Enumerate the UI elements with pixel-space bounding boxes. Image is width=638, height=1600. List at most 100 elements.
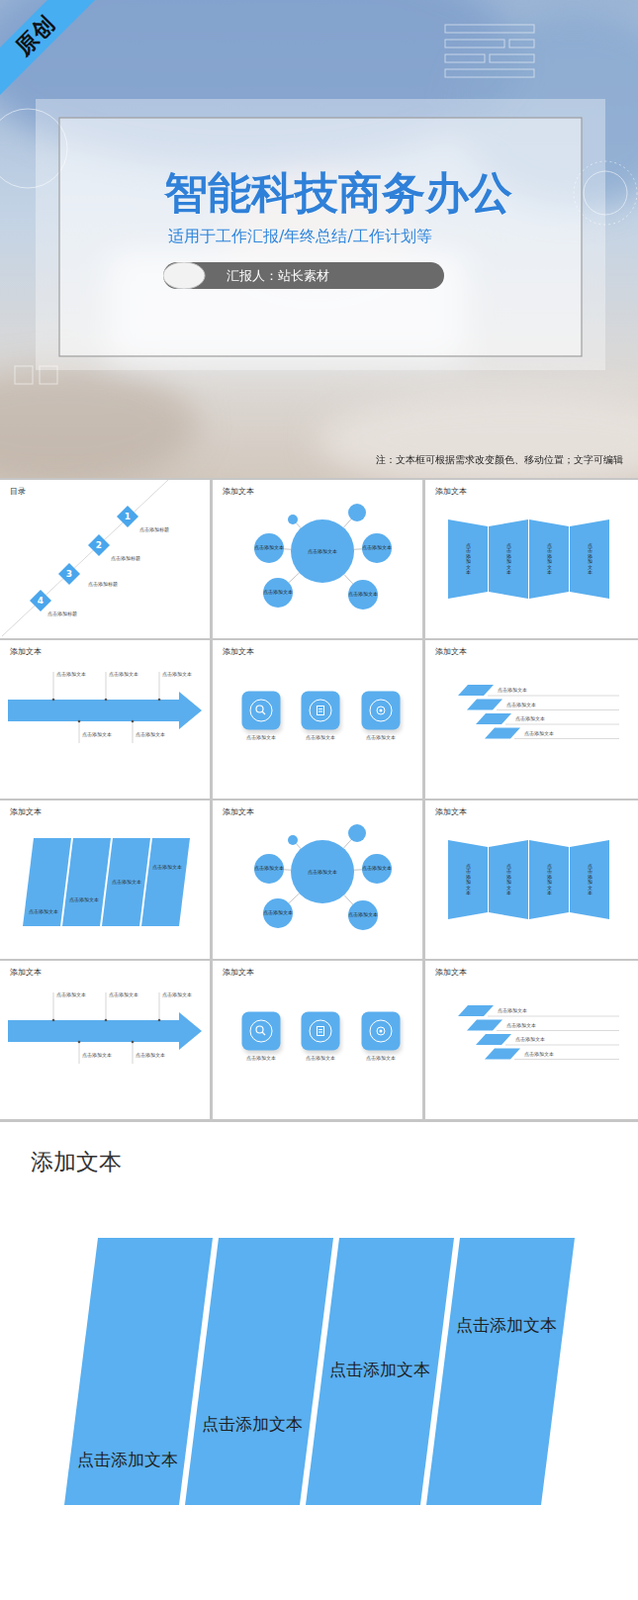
- text-slot: 添加文本: [222, 807, 255, 818]
- fold-shape: [448, 519, 488, 599]
- caption-text: 点击添加文本: [515, 1035, 546, 1042]
- bubble-text: 点击添加文本: [263, 910, 293, 915]
- text-slot: 点击添加文本: [135, 1051, 166, 1058]
- timeline: [7, 992, 202, 1064]
- cover-title: 智能科技商务办公: [164, 169, 513, 217]
- slide-heading: 添加文本: [435, 967, 467, 978]
- fold-text: 点击添加文本: [587, 863, 593, 897]
- text-slot: 点击添加文本: [362, 865, 392, 871]
- text-slot: 点击添加文本: [246, 733, 276, 740]
- diamond-shape: [116, 505, 139, 528]
- caption-text: 点击添加标题: [139, 526, 170, 533]
- slide-thumb: [212, 479, 423, 638]
- caption-text: 点击添加文本: [135, 1051, 166, 1058]
- fold-panel: 点击添加文本: [529, 519, 569, 599]
- satellite-circle: 点击添加文本: [362, 533, 392, 563]
- text-slot: 点击添加文本: [263, 589, 293, 595]
- slide-thumb: [425, 479, 638, 638]
- caption-text: 点击添加文本: [497, 686, 528, 693]
- slide-thumb: [425, 800, 638, 959]
- slide-thumb: [0, 639, 210, 799]
- text-slot: 点击添加文本: [506, 863, 512, 897]
- text-slot: 点击添加标题: [110, 554, 141, 561]
- text-slot: 点击添加标题: [47, 610, 78, 617]
- slide-heading: 添加文本: [222, 967, 255, 978]
- slant-panel: 点击添加文本: [426, 1237, 575, 1505]
- text-slot: 1: [124, 511, 131, 523]
- text-slot: 添加文本: [435, 967, 467, 978]
- text-slot: 点击添加文本: [82, 1051, 112, 1058]
- text-slot: 添加文本: [9, 807, 42, 818]
- text-slot: 点击添加文本: [82, 730, 112, 737]
- text-slot: 原创: [10, 10, 61, 61]
- text-slot: 添加文本: [222, 486, 255, 497]
- index-diamond: 4: [29, 589, 52, 612]
- text-slot: 点击添加文本: [201, 1414, 303, 1435]
- fold-panel: 点击添加文本: [488, 519, 529, 599]
- connector-line: [344, 894, 354, 905]
- tech-bar: [445, 39, 505, 48]
- bubble-text: 点击添加文本: [362, 865, 392, 871]
- fold-panel: 点击添加文本: [448, 839, 488, 919]
- title-frame: [59, 117, 582, 357]
- text-slot: 添加文本: [435, 807, 467, 818]
- connector-line: [344, 573, 354, 584]
- caption-text: 点击添加文本: [108, 991, 139, 998]
- circle-shape: [348, 579, 378, 610]
- slant-shape-outline: [141, 837, 190, 926]
- text-slot: 点击添加文本: [506, 1021, 537, 1028]
- fold-shape: [569, 519, 610, 599]
- text-slot: 添加文本: [9, 967, 42, 978]
- slant-panel: 点击添加文本: [141, 837, 190, 926]
- text-slot: 点击添加文本: [254, 545, 284, 550]
- caption-text: 点击添加文本: [305, 733, 336, 740]
- slide-panel: 添加文本点击添加文本点击添加文本点击添加文本点击添加文本点击添加文本: [212, 800, 423, 959]
- reporter-pill: 汇报人：站长素材: [163, 262, 445, 289]
- text-slot: 点击添加文本: [77, 1450, 179, 1470]
- text-slot: 点击添加文本: [546, 863, 552, 897]
- slide-heading: 添加文本: [9, 807, 42, 818]
- caption-text: 点击添加标题: [47, 610, 78, 617]
- caption-text: 点击添加文本: [56, 991, 87, 998]
- text-slot: 3: [66, 568, 73, 580]
- caption-text: 点击添加文本: [56, 670, 87, 677]
- slide-panel: 添加文本点击添加文本点击添加文本点击添加文本点击添加文本: [425, 479, 638, 638]
- circle-shape: [263, 898, 293, 928]
- slide-heading: 添加文本: [435, 486, 467, 497]
- caption-text: 点击添加文本: [515, 715, 546, 722]
- slide-heading: 添加文本: [435, 646, 467, 657]
- caption-text: 点击添加文本: [506, 1021, 537, 1028]
- fold-shape: [569, 839, 610, 919]
- connector-line: [354, 547, 363, 549]
- text-slot: 点击添加文本: [263, 910, 293, 915]
- caption-text: 点击添加文本: [108, 670, 139, 677]
- connector-line: [288, 572, 300, 583]
- slide-thumb: [0, 800, 210, 959]
- text-slot: 点击添加文本: [348, 591, 378, 597]
- text-slot: 点击添加文本: [506, 701, 537, 708]
- circle-shape: [263, 577, 293, 608]
- badge-text: 原创: [10, 10, 61, 61]
- caption-text: 点击添加标题: [110, 554, 141, 561]
- satellite-circle: 点击添加文本: [263, 577, 293, 608]
- hub-circle: 点击添加文本: [290, 839, 355, 904]
- step-list: [457, 1004, 620, 1060]
- text-slot: 点击添加文本: [587, 543, 593, 576]
- fold-panel: 点击添加文本: [488, 839, 529, 919]
- slide-heading: 添加文本: [222, 807, 255, 818]
- fold-shape: [529, 839, 569, 919]
- slide-heading: 添加文本: [435, 807, 467, 818]
- circle-shape: [362, 853, 392, 884]
- panel-text: 点击添加文本: [28, 908, 59, 914]
- slant-shape-outline: [426, 1237, 575, 1505]
- circle-shape: [290, 839, 355, 904]
- caption-text: 点击添加文本: [506, 701, 537, 708]
- circle-shape: [290, 519, 355, 583]
- circle-shape: [254, 853, 284, 884]
- icon-row: [242, 691, 403, 734]
- slide-thumb: [0, 960, 210, 1119]
- panel-text: 点击添加文本: [77, 1450, 179, 1470]
- toggle-knob: [163, 262, 207, 289]
- satellite-circle: 点击添加文本: [348, 579, 378, 610]
- fold-panel: 点击添加文本: [448, 519, 488, 599]
